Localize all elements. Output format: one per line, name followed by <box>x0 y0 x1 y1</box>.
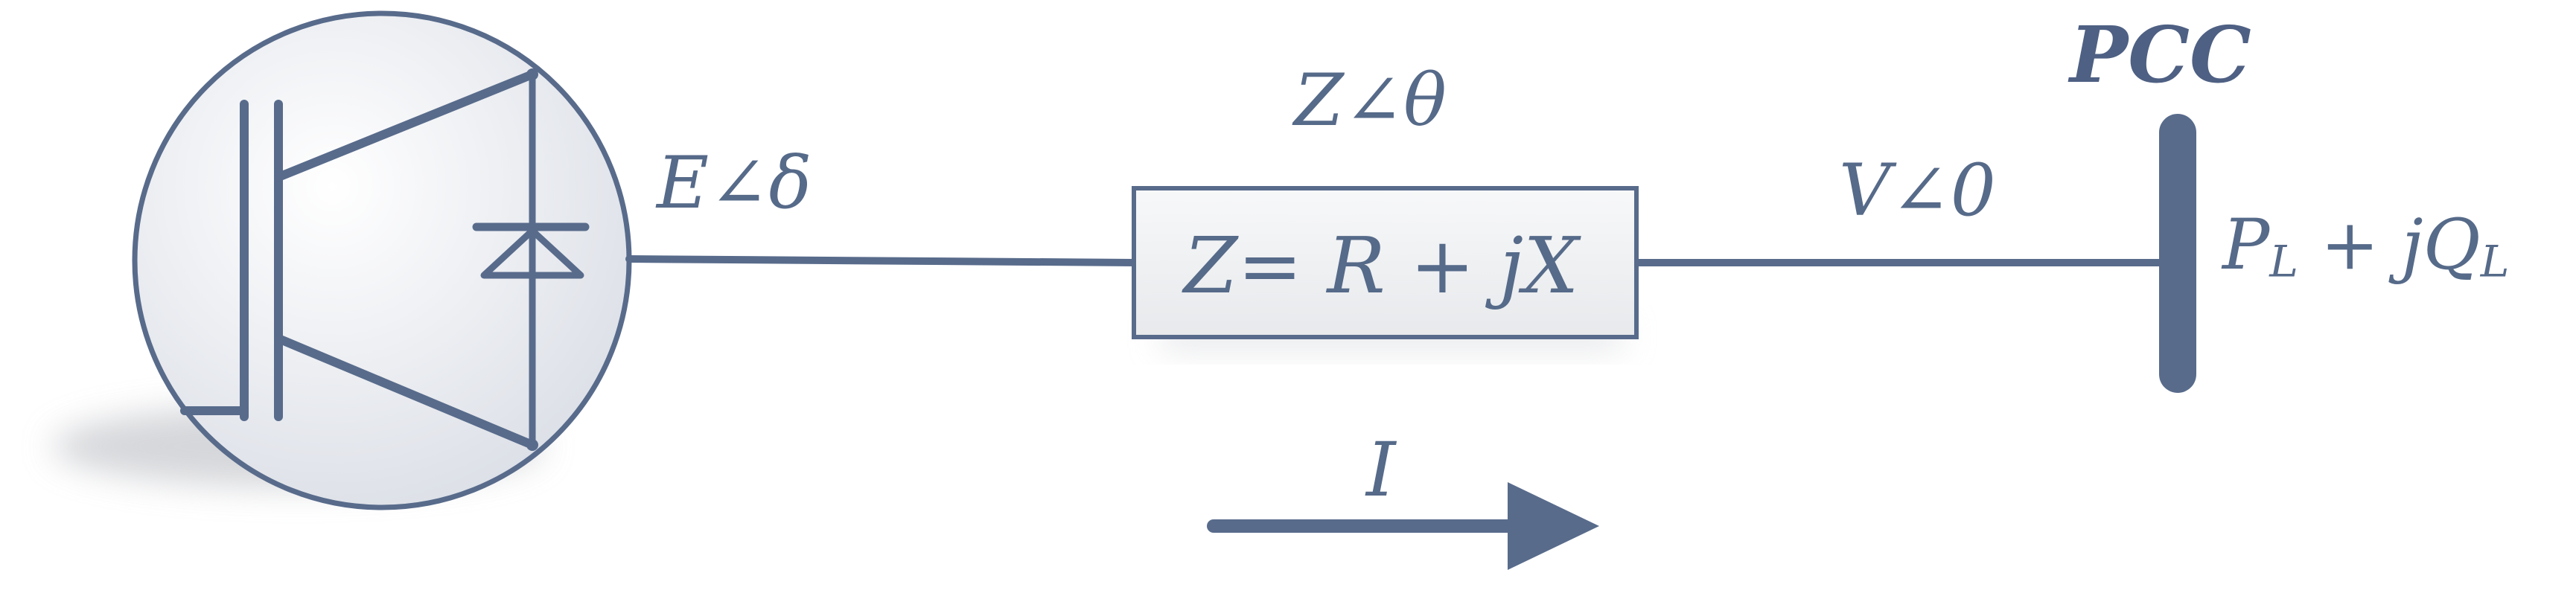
pcc-voltage-angle: 0 <box>1950 149 1996 232</box>
impedance-polar-angle: θ <box>1403 59 1447 142</box>
node-top <box>526 68 538 80</box>
impedance-box <box>1132 186 1639 339</box>
load-p: P <box>2222 205 2270 286</box>
pcc-voltage-label: V∠0 <box>1839 155 1996 226</box>
load-power-label: PL + jQL <box>2222 211 2509 283</box>
pcc-voltage-var: V <box>1839 149 1891 232</box>
impedance-polar-var: Z <box>1294 59 1344 142</box>
igbt-collector <box>274 70 537 182</box>
angle-symbol: ∠ <box>709 141 769 225</box>
pcc-title: PCC <box>2070 9 2251 100</box>
angle-symbol: ∠ <box>1343 59 1404 142</box>
source-voltage-label: E∠δ <box>657 147 812 219</box>
angle-symbol: ∠ <box>1890 149 1951 232</box>
diode-triangle <box>480 227 584 279</box>
source-voltage-var: E <box>657 141 710 225</box>
line-source-to-impedance <box>625 255 1139 266</box>
arrow-right-icon <box>1207 482 1599 570</box>
source-voltage-angle: δ <box>768 141 812 225</box>
igbt-emitter <box>274 334 537 449</box>
impedance-polar-label: Z∠θ <box>1294 65 1447 136</box>
impedance-rect-label: Z= R + jX <box>1184 220 1579 311</box>
current-arrow-head <box>1508 482 1599 570</box>
load-plus-jq: + jQ <box>2298 205 2481 286</box>
node-bottom <box>526 439 538 451</box>
load-q-sub: L <box>2480 236 2510 287</box>
load-p-sub: L <box>2269 236 2298 287</box>
current-label: I <box>1366 426 1396 513</box>
igbt-diode-inverter-icon <box>132 10 632 510</box>
inverter-circle <box>132 10 632 510</box>
